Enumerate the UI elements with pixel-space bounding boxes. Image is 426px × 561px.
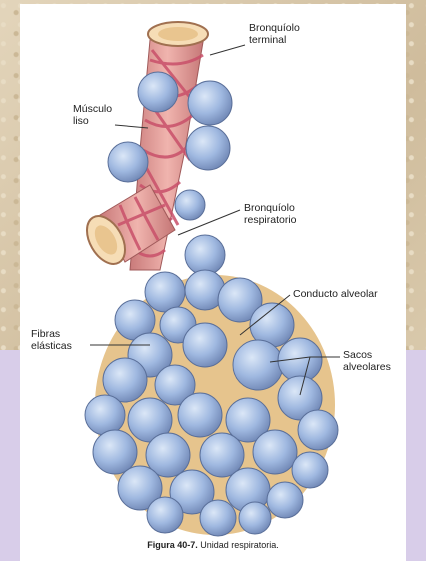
label-sacos-alveolares-line2: alveolares [343,361,391,373]
label-bronquiolo-respiratorio: Bronquíolo respiratorio [244,202,297,226]
caption-text: Unidad respiratoria. [200,540,279,550]
label-bronquiolo-terminal-line1: Bronquíolo [249,22,300,34]
label-bronquiolo-respiratorio-line2: respiratorio [244,214,297,226]
label-musculo-liso-line1: Músculo [73,103,112,115]
label-bronquiolo-terminal-line2: terminal [249,34,300,46]
label-sacos-alveolares: Sacos alveolares [343,349,391,373]
label-fibras-elasticas-line1: Fibras [31,328,72,340]
label-bronquiolo-respiratorio-line1: Bronquíolo [244,202,297,214]
label-musculo-liso: Músculo liso [73,103,112,127]
label-conducto-alveolar: Conducto alveolar [293,288,378,300]
figure-number: Figura 40-7. [147,540,198,550]
figure-caption: Figura 40-7. Unidad respiratoria. [0,540,426,550]
label-sacos-alveolares-line1: Sacos [343,349,391,361]
label-fibras-elasticas: Fibras elásticas [31,328,72,352]
label-bronquiolo-terminal: Bronquíolo terminal [249,22,300,46]
alveolar-sac-cluster [85,270,338,536]
label-musculo-liso-line2: liso [73,115,112,127]
label-fibras-elasticas-line2: elásticas [31,340,72,352]
